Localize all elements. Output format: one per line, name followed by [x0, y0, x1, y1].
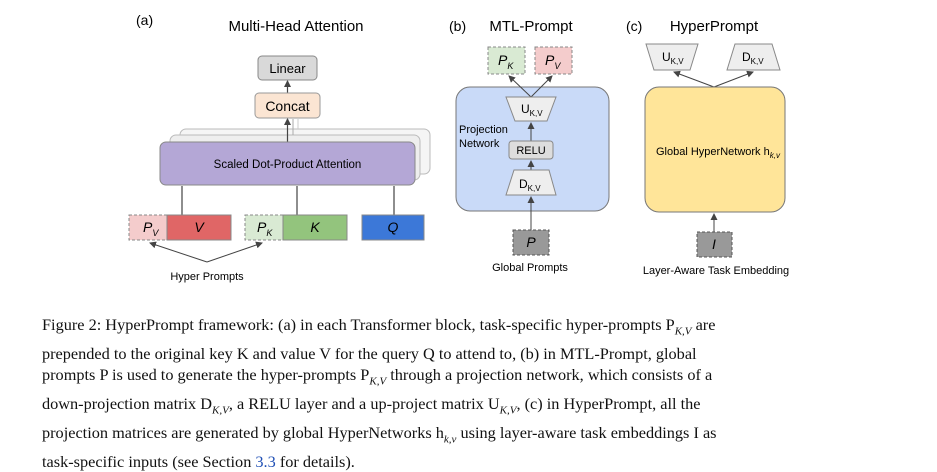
caption-line-2: prepended to the original key K and valu… [42, 343, 914, 365]
global-prompt-label: P [526, 234, 536, 250]
hypernet-to-d-arrow [714, 72, 753, 87]
attention-label: Scaled Dot-Product Attention [214, 159, 362, 171]
panel-a-letter: (a) [136, 12, 153, 28]
caption-line-3-text: prompts P is used to generate the hyper-… [42, 365, 369, 384]
panel-c-letter: (c) [626, 18, 642, 34]
panel-a-title: Multi-Head Attention [228, 18, 363, 35]
k-label: K [310, 219, 320, 235]
hyper-prompts-to-pk-arrow [207, 243, 262, 262]
global-prompts-label: Global Prompts [492, 262, 568, 274]
caption-line-5-end: using layer-aware task embeddings I as [456, 423, 716, 442]
caption-line-5-text: projection matrices are generated by glo… [42, 423, 444, 442]
layer-aware-task-embedding-label: Layer-Aware Task Embedding [643, 265, 789, 277]
projection-label-2: Network [459, 138, 500, 150]
caption-line-6-text: task-specific inputs (see Section [42, 452, 255, 471]
panel-b-letter: (b) [449, 18, 466, 34]
linear-label: Linear [269, 61, 306, 76]
caption-line-4-sub-2: K,V [500, 404, 517, 416]
caption-line-1: Figure 2: HyperPrompt framework: (a) in … [42, 314, 914, 343]
caption-line-6-end: for details). [276, 452, 355, 471]
caption-line-4: down-projection matrix DK,V, a RELU laye… [42, 393, 914, 422]
caption-line-4-mid: , a RELU layer and a up-project matrix U [229, 394, 500, 413]
panel-c-title: HyperPrompt [670, 18, 759, 35]
caption-line-1-sub: K,V [675, 325, 692, 337]
caption-line-1-text: Figure 2: HyperPrompt framework: (a) in … [42, 315, 675, 334]
caption-line-1-end: are [692, 315, 716, 334]
caption-line-3: prompts P is used to generate the hyper-… [42, 364, 914, 393]
caption-line-3-end: through a projection network, which cons… [386, 365, 712, 384]
hyper-prompts-label: Hyper Prompts [170, 271, 244, 283]
projection-label-1: Projection [459, 124, 508, 136]
caption-line-5-sub: k,v [444, 433, 457, 445]
hyper-prompts-to-pv-arrow [150, 243, 207, 262]
caption-line-5: projection matrices are generated by glo… [42, 422, 914, 451]
concat-label: Concat [265, 98, 309, 114]
task-embedding-i-label: I [712, 236, 716, 252]
caption-line-4-text: down-projection matrix D [42, 394, 212, 413]
q-label: Q [388, 219, 399, 235]
panel-b-title: MTL-Prompt [489, 18, 573, 35]
global-hypernetwork-label: Global HyperNetwork hk,v [656, 146, 781, 160]
caption-line-3-sub: K,V [369, 376, 386, 388]
caption-line-4-end: , (c) in HyperPrompt, all the [516, 394, 700, 413]
figure-caption: Figure 2: HyperPrompt framework: (a) in … [42, 314, 914, 472]
figure-diagram: (a) Multi-Head Attention Linear Concat S… [0, 0, 937, 300]
section-reference-link[interactable]: 3.3 [255, 452, 275, 471]
relu-label: RELU [516, 145, 545, 157]
caption-line-4-sub-1: K,V [212, 404, 229, 416]
hypernet-to-u-arrow [674, 72, 714, 87]
